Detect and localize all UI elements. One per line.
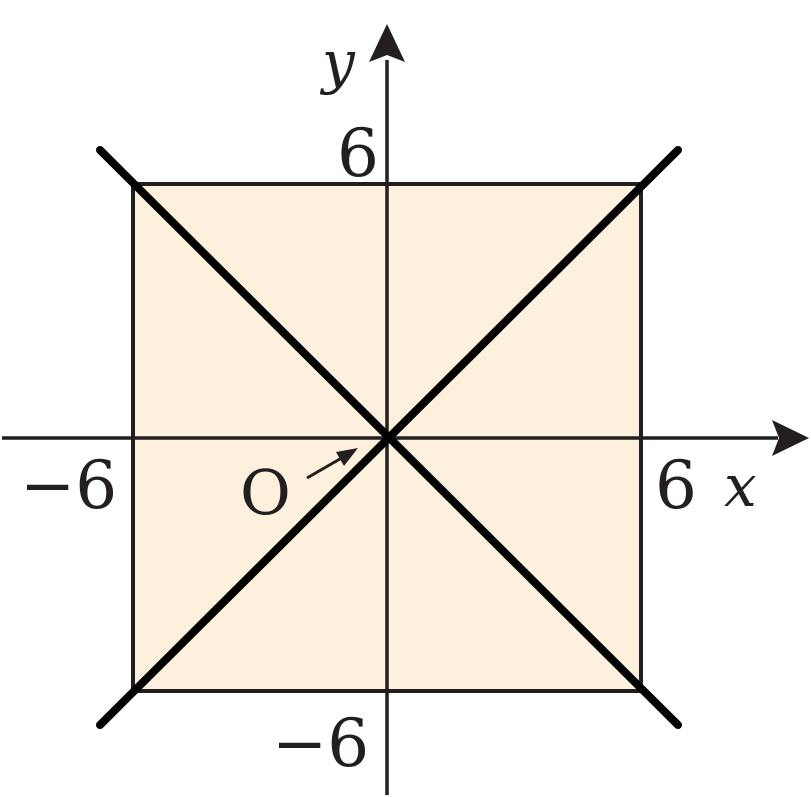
y-axis-arrowhead xyxy=(369,24,405,62)
y-axis-label: y xyxy=(319,28,356,96)
line-y-equals-negative-x xyxy=(96,146,682,729)
x-tick-label-negative: −6 xyxy=(20,447,117,524)
y-tick-label-negative: −6 xyxy=(272,705,369,782)
origin-label: O xyxy=(240,456,291,529)
x-axis-arrowhead xyxy=(772,420,809,456)
y-tick-label-positive: 6 xyxy=(337,115,379,192)
x-axis-label: x xyxy=(724,452,757,520)
origin-pointer-arrowhead xyxy=(336,448,358,466)
x-tick-label-positive: 6 xyxy=(655,447,697,524)
